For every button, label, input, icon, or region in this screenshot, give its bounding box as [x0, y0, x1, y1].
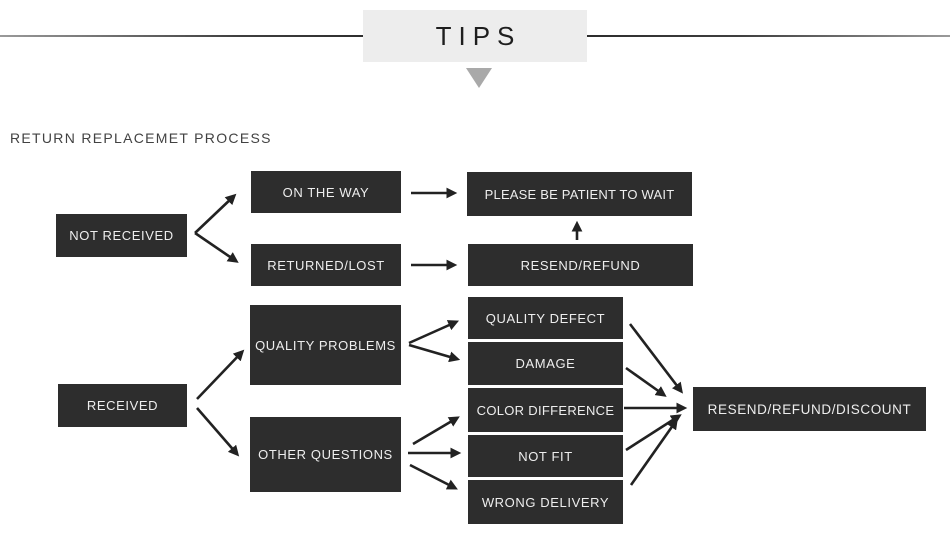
- node-not-fit: NOT FIT: [468, 435, 623, 477]
- arrow-quality-defect-to-resend-refund-discount: [628, 323, 683, 394]
- arrow-received-to-quality-problems: [196, 349, 245, 400]
- node-not-received: NOT RECEIVED: [56, 214, 187, 257]
- node-please-be-patient-to-wait: PLEASE BE PATIENT TO WAIT: [467, 172, 692, 216]
- node-color-difference: COLOR DIFFERENCE: [468, 388, 623, 432]
- node-quality-problems: QUALITY PROBLEMS: [250, 305, 401, 385]
- arrow-quality-problems-to-quality-defect: [408, 320, 459, 345]
- arrow-not-received-to-returned-lost: [194, 231, 239, 263]
- page-title: TIPS: [363, 10, 587, 62]
- node-resend-refund: RESEND/REFUND: [468, 244, 693, 286]
- node-damage: DAMAGE: [468, 342, 623, 385]
- arrow-not-received-to-on-the-way: [194, 193, 237, 234]
- arrow-wrong-delivery-to-resend-refund-discount: [629, 418, 678, 486]
- chevron-down-icon: [466, 68, 492, 88]
- node-resend-refund-discount: RESEND/REFUND/DISCOUNT: [693, 387, 926, 431]
- arrow-not-fit-to-resend-refund-discount: [625, 414, 682, 452]
- node-received: RECEIVED: [58, 384, 187, 427]
- node-quality-defect: QUALITY DEFECT: [468, 297, 623, 339]
- arrow-damage-to-resend-refund-discount: [625, 366, 667, 397]
- node-on-the-way: ON THE WAY: [251, 171, 401, 213]
- arrow-other-questions-to-wrong-delivery: [409, 463, 458, 490]
- node-wrong-delivery: WRONG DELIVERY: [468, 480, 623, 524]
- arrow-received-to-other-questions: [196, 407, 240, 457]
- section-label: RETURN REPLACEMET PROCESS: [10, 130, 272, 146]
- node-returned-lost: RETURNED/LOST: [251, 244, 401, 286]
- node-other-questions: OTHER QUESTIONS: [250, 417, 401, 492]
- arrow-other-questions-to-color-difference: [412, 416, 460, 446]
- arrow-quality-problems-to-damage: [408, 343, 461, 363]
